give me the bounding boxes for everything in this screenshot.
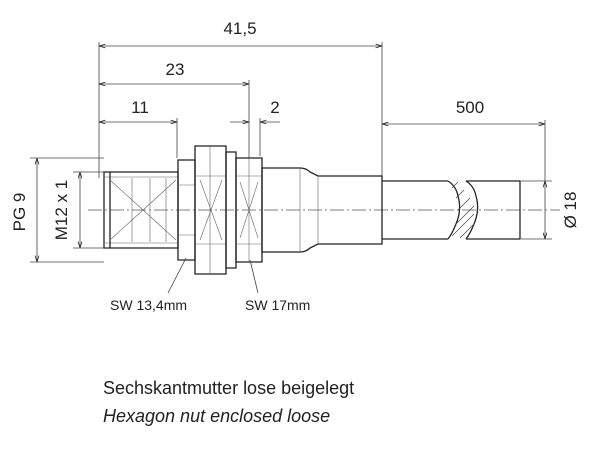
dimension-500-label: 500 (456, 98, 484, 117)
connector-body (103, 145, 383, 275)
dimension-overall: 41,5 (98, 19, 383, 180)
dimension-m12-label: M12 x 1 (52, 180, 71, 240)
sw-large-label: SW 17mm (245, 297, 310, 313)
dimension-2: 2 (230, 98, 280, 156)
dimension-m12: M12 x 1 (52, 171, 104, 249)
dimension-diameter-label: Ø 18 (561, 192, 580, 229)
dimension-pg9: PG 9 (10, 157, 104, 263)
dimension-23: 23 (99, 60, 250, 158)
dimension-500: 500 (382, 98, 546, 184)
note-german: Sechskantmutter lose beigelegt (103, 378, 354, 398)
leader-sw-large: SW 17mm (245, 259, 310, 313)
cable (382, 180, 521, 240)
dimension-11-label: 11 (131, 98, 149, 117)
dimension-overall-label: 41,5 (223, 19, 256, 38)
dimension-pg9-label: PG 9 (10, 193, 29, 232)
leader-sw-small: SW 13,4mm (110, 257, 187, 313)
sw-small-label: SW 13,4mm (110, 297, 187, 313)
note-english: Hexagon nut enclosed loose (103, 406, 330, 426)
dimension-diameter: Ø 18 (520, 180, 580, 240)
dimension-23-label: 23 (166, 60, 185, 79)
dimension-2-label: 2 (270, 98, 279, 117)
dimension-11: 11 (99, 98, 178, 158)
